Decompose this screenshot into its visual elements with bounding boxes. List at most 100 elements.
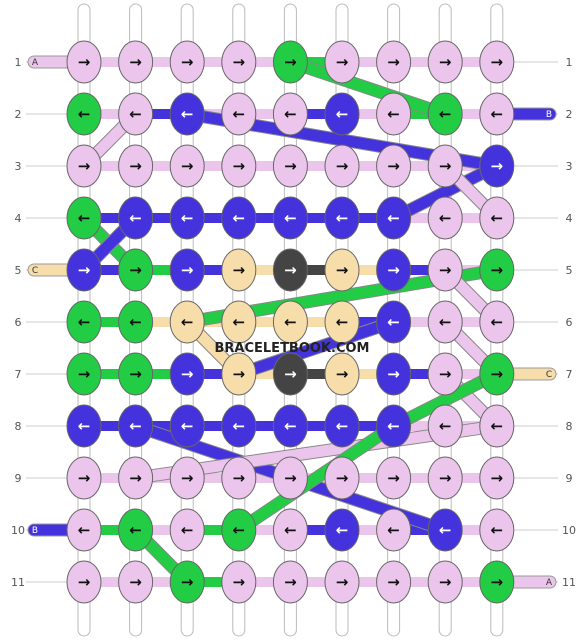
knot-direction-arrow: → xyxy=(336,157,349,175)
knot: ← xyxy=(169,404,205,448)
knot-direction-arrow: ← xyxy=(439,521,452,539)
knot-shape xyxy=(324,92,360,136)
knot-direction-arrow: → xyxy=(129,53,142,71)
knot: → xyxy=(272,40,308,84)
knot: → xyxy=(427,248,463,292)
knot: → xyxy=(272,560,308,604)
row-label-left: 3 xyxy=(15,160,22,173)
knot-direction-arrow: → xyxy=(129,573,142,591)
knot-shape xyxy=(376,144,412,188)
knot-direction-arrow: ← xyxy=(336,105,349,123)
side-strand-label: C xyxy=(32,266,38,276)
knot-shape xyxy=(66,560,102,604)
knot: ← xyxy=(324,404,360,448)
knot-direction-arrow: ← xyxy=(284,521,297,539)
knot-shape xyxy=(427,560,463,604)
knot-direction-arrow: ← xyxy=(129,105,142,123)
knot-shape xyxy=(66,144,102,188)
row-label-left: 2 xyxy=(15,108,22,121)
knot-shape xyxy=(221,404,257,448)
knot-shape xyxy=(118,560,154,604)
knot-shape xyxy=(118,40,154,84)
row-label-right: 4 xyxy=(566,212,573,225)
knot-shape xyxy=(221,560,257,604)
knot-shape xyxy=(169,508,205,552)
row-label-right: 6 xyxy=(566,316,573,329)
knot: ← xyxy=(221,196,257,240)
knot-shape xyxy=(221,456,257,500)
knot-direction-arrow: ← xyxy=(181,105,194,123)
knot: → xyxy=(427,352,463,396)
knot-shape xyxy=(376,40,412,84)
knot-shape xyxy=(66,352,102,396)
knot: → xyxy=(118,560,154,604)
knot: → xyxy=(169,40,205,84)
knot: → xyxy=(221,40,257,84)
knot-shape xyxy=(427,508,463,552)
knot-shape xyxy=(427,300,463,344)
row-label-left: 10 xyxy=(11,524,25,537)
knot: ← xyxy=(427,404,463,448)
knot-shape xyxy=(118,144,154,188)
knot-direction-arrow: ← xyxy=(78,313,91,331)
knot-shape xyxy=(324,456,360,500)
knot-shape xyxy=(169,196,205,240)
knot: ← xyxy=(272,404,308,448)
knot-shape xyxy=(272,404,308,448)
knot-shape xyxy=(376,456,412,500)
knot-shape xyxy=(324,352,360,396)
knot-direction-arrow: ← xyxy=(491,417,504,435)
knot: → xyxy=(324,40,360,84)
knot-direction-arrow: → xyxy=(491,365,504,383)
knot-direction-arrow: ← xyxy=(439,105,452,123)
knot-direction-arrow: → xyxy=(491,573,504,591)
knot-direction-arrow: → xyxy=(439,53,452,71)
knot-shape xyxy=(118,196,154,240)
knot-shape xyxy=(118,404,154,448)
knot-direction-arrow: → xyxy=(439,157,452,175)
knot-shape xyxy=(376,508,412,552)
knot-shape xyxy=(272,92,308,136)
knot: → xyxy=(479,456,515,500)
knot-direction-arrow: ← xyxy=(78,209,91,227)
knot-direction-arrow: → xyxy=(336,365,349,383)
knot-direction-arrow: → xyxy=(233,157,246,175)
knot: ← xyxy=(272,196,308,240)
knot-shape xyxy=(169,404,205,448)
knot-shape xyxy=(169,92,205,136)
knot: ← xyxy=(118,300,154,344)
side-strand-label: A xyxy=(546,578,553,588)
knot-direction-arrow: ← xyxy=(233,417,246,435)
knot-direction-arrow: → xyxy=(181,469,194,487)
knot-direction-arrow: ← xyxy=(181,209,194,227)
knot-direction-arrow: → xyxy=(233,469,246,487)
knot-shape xyxy=(221,144,257,188)
row-label-right: 11 xyxy=(562,576,576,589)
knot-direction-arrow: ← xyxy=(491,105,504,123)
knot: → xyxy=(118,40,154,84)
knot-shape xyxy=(169,300,205,344)
knot: → xyxy=(376,560,412,604)
knot-direction-arrow: → xyxy=(387,365,400,383)
knot: ← xyxy=(169,300,205,344)
diagonal-strand xyxy=(233,316,400,380)
knot-direction-arrow: ← xyxy=(284,209,297,227)
knot-direction-arrow: ← xyxy=(387,417,400,435)
knot-direction-arrow: → xyxy=(491,157,504,175)
knot-grid: → → → → → → → → → ← ← ← ← ← ← ← ← ← → → → → → → → → → ← ← ← ← ← ← ← ← ← → → → →… xyxy=(66,40,515,604)
knot-shape xyxy=(479,508,515,552)
knot-direction-arrow: → xyxy=(387,53,400,71)
knot-shape xyxy=(66,508,102,552)
knot-shape xyxy=(169,40,205,84)
knot-direction-arrow: ← xyxy=(233,313,246,331)
knot-direction-arrow: → xyxy=(129,261,142,279)
knot: → xyxy=(66,560,102,604)
knot: ← xyxy=(221,92,257,136)
knot-direction-arrow: → xyxy=(387,469,400,487)
knot: ← xyxy=(427,300,463,344)
row-label-right: 9 xyxy=(566,472,573,485)
knot-shape xyxy=(479,300,515,344)
knot-shape xyxy=(427,144,463,188)
knot-direction-arrow: → xyxy=(336,573,349,591)
knot: → xyxy=(324,456,360,500)
